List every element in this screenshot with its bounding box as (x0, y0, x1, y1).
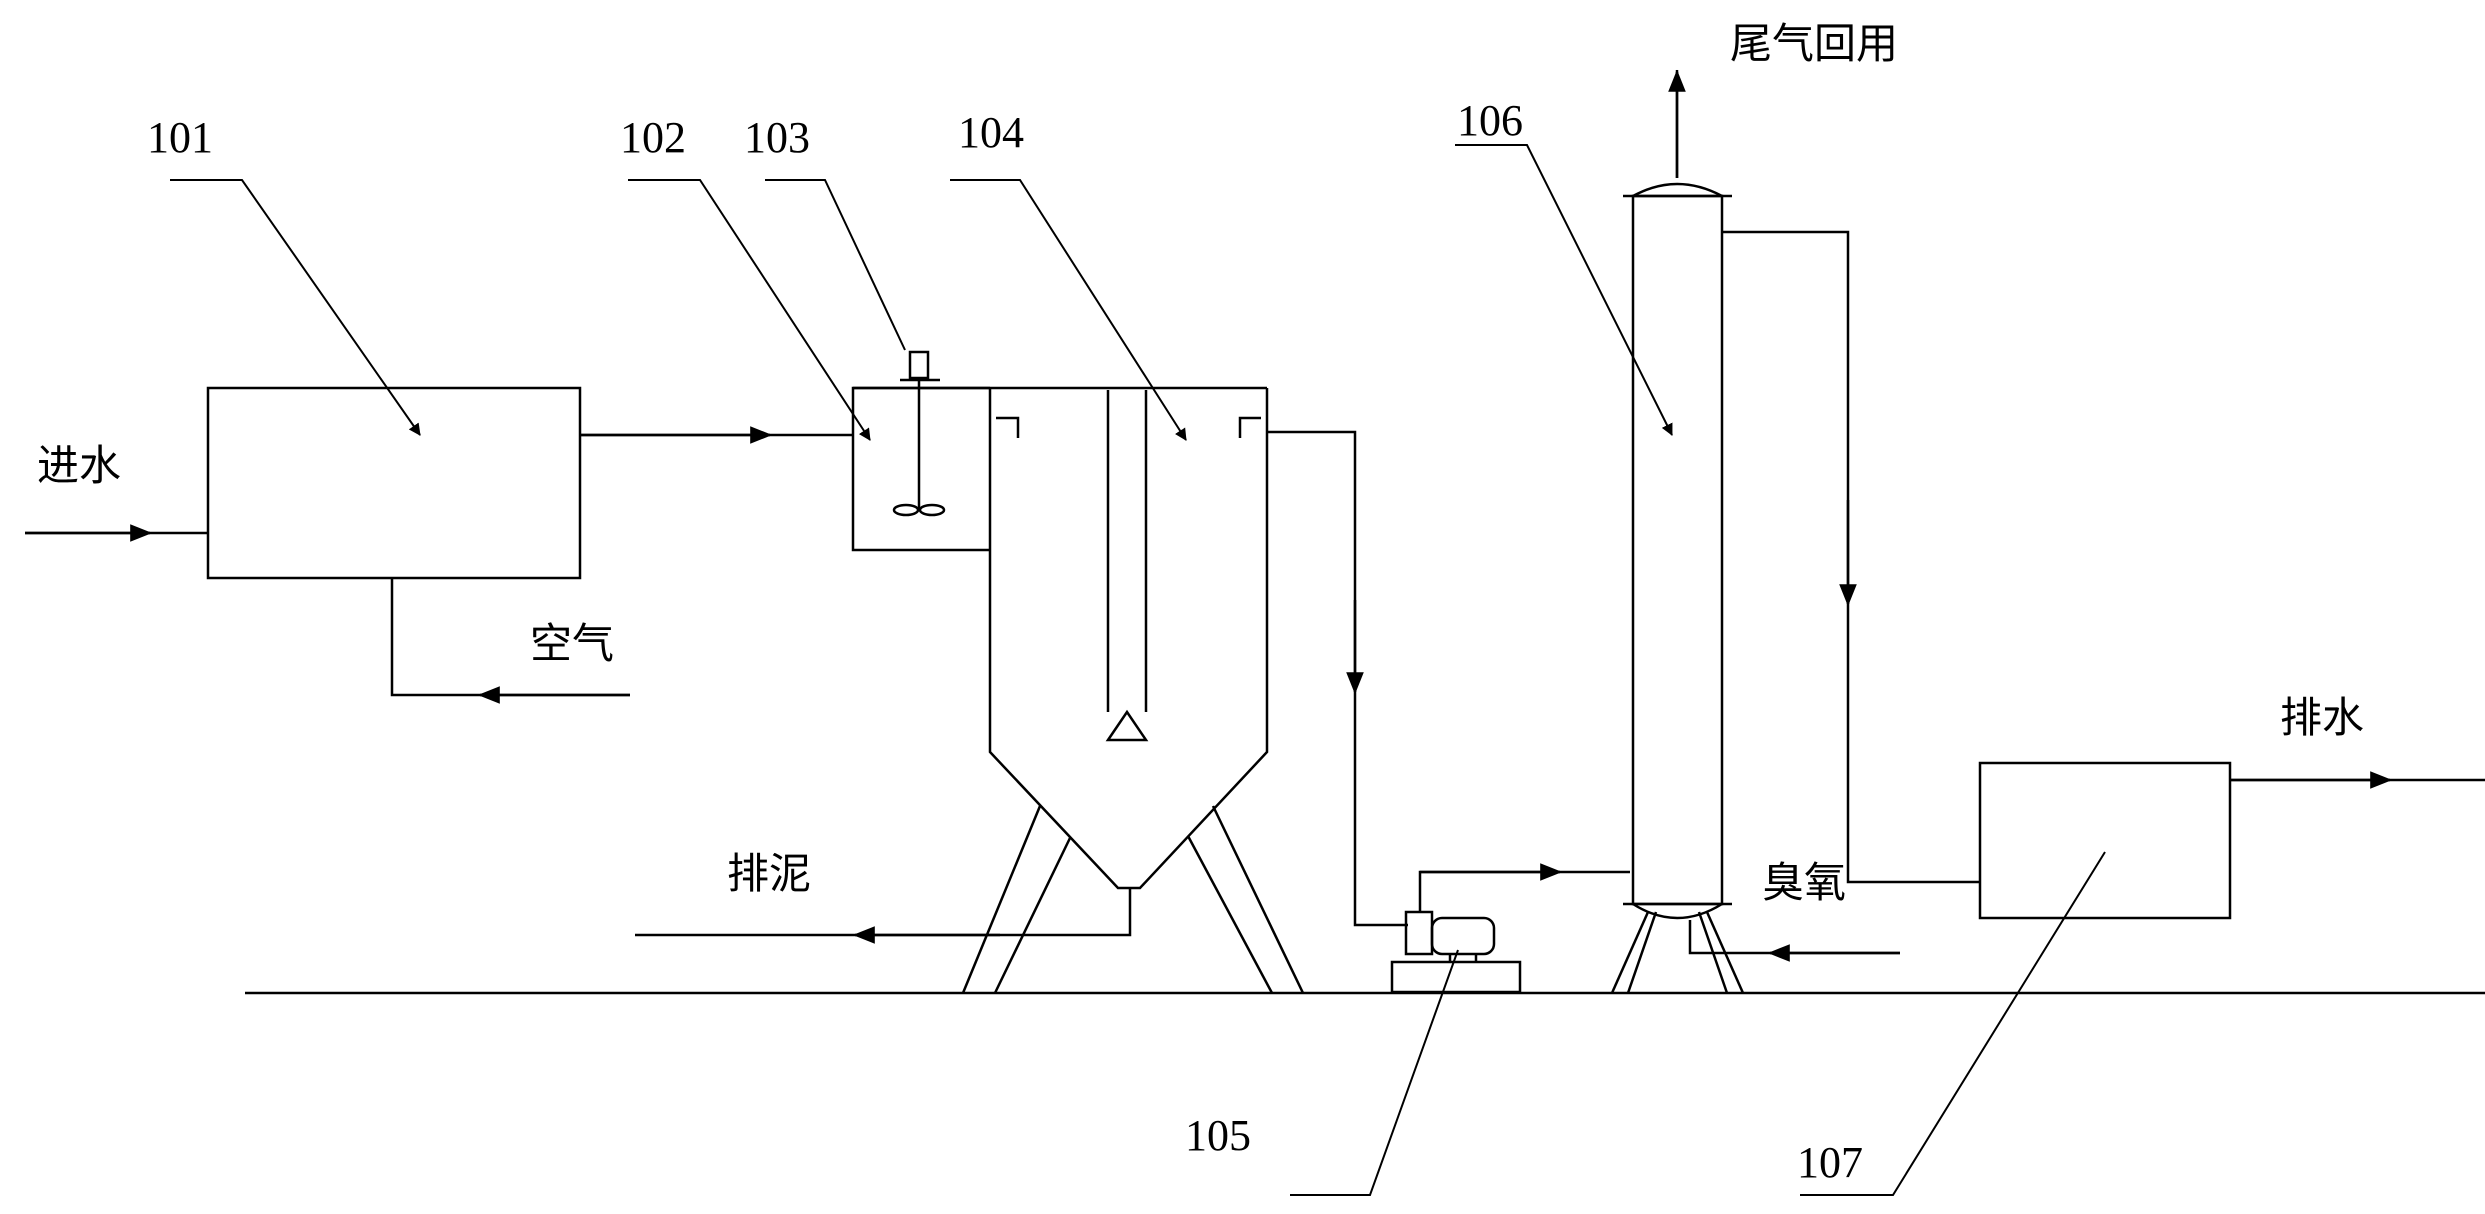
pipe-105-106 (1418, 870, 1630, 912)
ref-103: 103 (744, 113, 810, 162)
pump-105 (1390, 910, 1522, 994)
ref-107: 107 (1797, 1138, 1863, 1187)
tank-102 (851, 386, 990, 552)
tank-107 (1978, 761, 2232, 920)
pipe-106-107 (1722, 230, 1980, 884)
ref-101: 101 (147, 113, 213, 162)
tank-104-legs (961, 805, 1305, 994)
sludge-discharge-pipe (635, 888, 1132, 937)
label-drain-water: 排水 (2280, 693, 2364, 742)
ref-106: 106 (1457, 96, 1523, 145)
label-sludge-discharge: 排泥 (727, 849, 811, 898)
label-tail-gas-reuse: 尾气回用 (1730, 19, 1898, 68)
label-ozone: 臭氧 (1762, 858, 1846, 907)
agitator-103 (892, 350, 946, 517)
ozone-pipe (1688, 920, 1900, 955)
pipe-104-105 (1267, 430, 1408, 927)
ref-104: 104 (958, 108, 1024, 157)
ozone-reactor-106 (1610, 182, 1745, 994)
ref-105: 105 (1185, 1111, 1251, 1160)
leader-lines (170, 144, 2106, 1196)
tank-101 (206, 386, 582, 580)
label-air: 空气 (530, 619, 614, 668)
ref-102: 102 (620, 113, 686, 162)
label-inlet-water: 进水 (37, 441, 121, 490)
tank-104 (853, 386, 1269, 890)
